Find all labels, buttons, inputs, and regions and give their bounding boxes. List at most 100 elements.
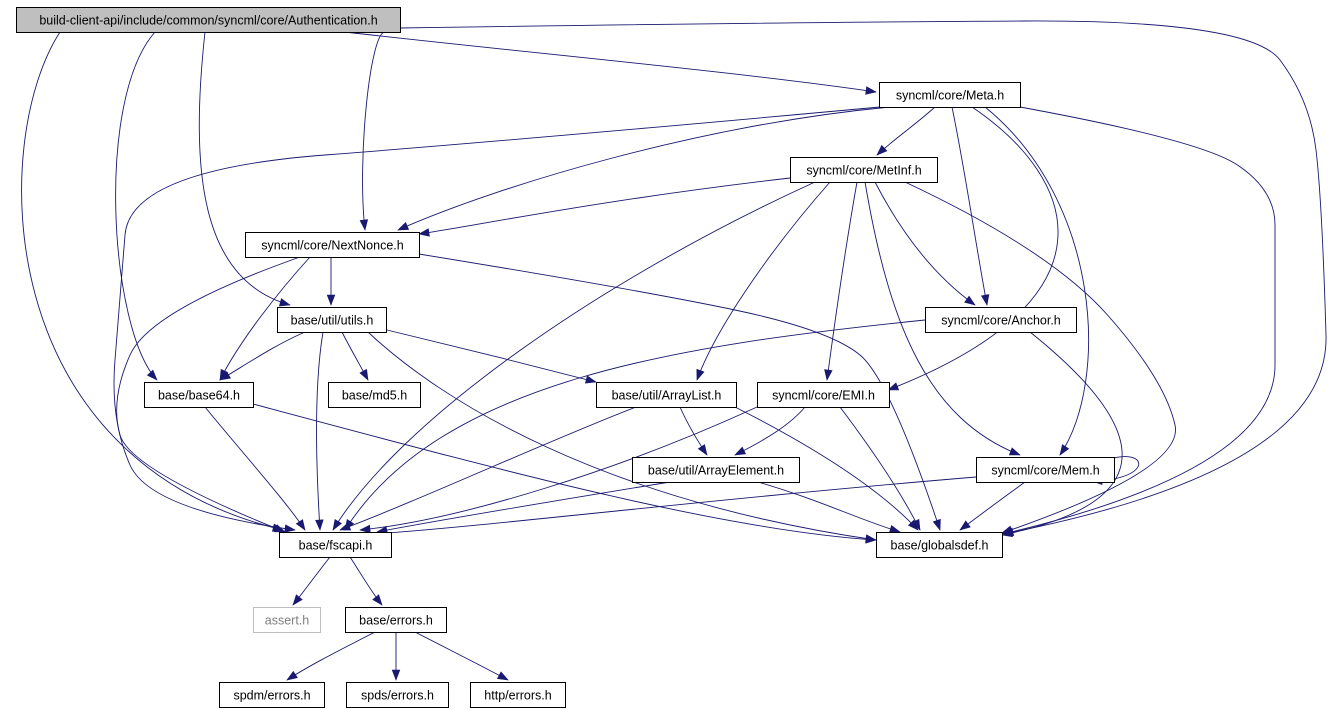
- edge-arrowhead-errors-to-spds: [391, 669, 401, 681]
- node-spds[interactable]: spds/errors.h: [346, 682, 449, 708]
- node-box-assert: [253, 607, 321, 633]
- edge-arrowhead-errors-to-http: [496, 671, 509, 681]
- node-box-mem: [976, 457, 1115, 483]
- edge-arrowhead-metinf-to-emi: [824, 369, 833, 381]
- node-label-emi: syncml/core/EMI.h: [772, 389, 875, 403]
- node-label-http: http/errors.h: [484, 689, 551, 703]
- node-label-assert: assert.h: [265, 614, 310, 628]
- edge-auth-to-globalsdef: [399, 20, 1327, 535]
- node-label-auth: build-client-api/include/common/syncml/c…: [39, 14, 377, 28]
- edge-errors-to-spdm: [286, 631, 376, 681]
- edge-mem-to-globalsdef: [959, 481, 1026, 531]
- edge-nextnonce-to-base64: [219, 256, 311, 381]
- edge-mem-to-fscapi: [373, 476, 977, 535]
- edge-arrowhead-meta-to-nextnonce: [397, 221, 410, 231]
- node-emi[interactable]: syncml/core/EMI.h: [757, 382, 890, 408]
- edge-arrowhead-metinf-to-mem: [1008, 447, 1021, 456]
- edge-arrowhead-utils-to-arraylist: [584, 375, 597, 384]
- node-utils[interactable]: base/util/utils.h: [277, 307, 387, 333]
- dependency-edges: [21, 20, 1327, 681]
- edge-arrowhead-arraylist-to-fscapi: [339, 522, 352, 531]
- node-mem[interactable]: syncml/core/Mem.h: [976, 457, 1115, 483]
- edge-arrowhead-anchor-to-globalsdef: [1001, 528, 1013, 538]
- node-globalsdef[interactable]: base/globalsdef.h: [876, 532, 1003, 558]
- edge-meta-to-fscapi: [113, 106, 881, 531]
- node-label-base64: base/base64.h: [158, 389, 240, 403]
- node-metinf[interactable]: syncml/core/MetInf.h: [790, 157, 938, 183]
- edge-arrowhead-metinf-to-fscapi: [332, 519, 342, 531]
- node-box-utils: [277, 307, 387, 333]
- node-box-md5: [328, 382, 421, 408]
- edge-meta-to-anchor: [951, 106, 988, 306]
- edge-auth-to-base64: [115, 31, 158, 381]
- node-label-md5: base/md5.h: [342, 389, 407, 403]
- edge-nextnonce-to-fscapi: [116, 256, 301, 533]
- edge-arrowhead-auth-to-base64: [146, 369, 158, 381]
- node-box-http: [470, 682, 566, 708]
- edge-meta-to-mem: [984, 106, 1089, 456]
- node-label-fscapi: base/fscapi.h: [299, 539, 373, 553]
- edge-arrowhead-base64-to-fscapi: [295, 519, 306, 531]
- edge-emi-to-fscapi: [359, 406, 758, 531]
- node-label-spds: spds/errors.h: [361, 689, 434, 703]
- edge-arrowhead-base64-to-globalsdef: [865, 535, 877, 544]
- node-md5[interactable]: base/md5.h: [328, 382, 421, 408]
- node-spdm[interactable]: spdm/errors.h: [219, 682, 325, 708]
- edge-arrowhead-metinf-to-arraylist: [696, 368, 705, 381]
- node-auth[interactable]: build-client-api/include/common/syncml/c…: [16, 7, 401, 33]
- node-box-meta: [879, 82, 1021, 108]
- edge-metinf-to-globalsdef: [904, 181, 1176, 534]
- edge-arrowhead-fscapi-to-errors: [372, 594, 383, 606]
- node-http[interactable]: http/errors.h: [470, 682, 566, 708]
- edge-metinf-to-fscapi: [332, 181, 816, 531]
- node-box-globalsdef: [876, 532, 1003, 558]
- node-meta[interactable]: syncml/core/Meta.h: [879, 82, 1021, 108]
- node-label-anchor: syncml/core/Anchor.h: [941, 314, 1061, 328]
- edge-arrowhead-meta-to-anchor: [980, 294, 990, 306]
- edge-arrowhead-fscapi-to-assert: [292, 594, 303, 606]
- node-label-arraylist: base/util/ArrayList.h: [612, 389, 722, 403]
- edge-emi-to-globalsdef: [839, 406, 921, 531]
- node-label-meta: syncml/core/Meta.h: [896, 89, 1004, 103]
- edge-meta-to-nextnonce: [397, 106, 891, 231]
- node-box-auth: [16, 7, 401, 33]
- edge-arrowhead-utils-to-fscapi: [315, 519, 324, 531]
- edge-utils-to-fscapi: [316, 331, 324, 531]
- edge-arrowhead-auth-to-utils: [278, 298, 291, 307]
- node-label-arrayelement: base/util/ArrayElement.h: [648, 464, 784, 478]
- edge-arrowhead-errors-to-spdm: [286, 670, 298, 681]
- node-box-anchor: [925, 307, 1077, 333]
- edge-emi-to-arrayelement: [734, 406, 806, 456]
- node-label-globalsdef: base/globalsdef.h: [891, 539, 989, 553]
- node-label-utils: base/util/utils.h: [291, 314, 374, 328]
- node-arraylist[interactable]: base/util/ArrayList.h: [596, 382, 737, 408]
- edge-arrowhead-meta-to-emi: [887, 382, 900, 391]
- edge-arraylist-to-globalsdef: [734, 406, 919, 531]
- edge-metinf-to-arraylist: [696, 181, 831, 381]
- edge-arrowhead-emi-to-globalsdef: [911, 518, 921, 531]
- edge-auth-to-fscapi: [21, 31, 284, 531]
- edge-arrowhead-mem-to-globalsdef: [959, 520, 971, 531]
- node-fscapi[interactable]: base/fscapi.h: [279, 532, 392, 558]
- edge-base64-to-fscapi: [204, 406, 306, 531]
- edge-arrowhead-arraylist-to-arrayelement: [697, 444, 708, 456]
- edge-arrowhead-meta-to-fscapi: [284, 524, 296, 533]
- edge-arrowhead-arrayelement-to-globalsdef: [888, 524, 901, 534]
- edge-arrowhead-nextnonce-to-globalsdef: [932, 518, 941, 531]
- node-nextnonce[interactable]: syncml/core/NextNonce.h: [245, 232, 420, 258]
- node-box-errors: [345, 607, 447, 633]
- edge-arrayelement-to-globalsdef: [757, 481, 901, 533]
- node-base64[interactable]: base/base64.h: [144, 382, 254, 408]
- edge-arrowhead-nextnonce-to-utils: [326, 294, 336, 306]
- edge-arrowhead-utils-to-md5: [359, 368, 369, 381]
- node-anchor[interactable]: syncml/core/Anchor.h: [925, 307, 1077, 333]
- node-box-metinf: [790, 157, 938, 183]
- node-box-emi: [757, 382, 890, 408]
- node-errors[interactable]: base/errors.h: [345, 607, 447, 633]
- node-label-errors: base/errors.h: [359, 614, 433, 628]
- edge-meta-to-emi: [887, 106, 1059, 391]
- node-box-nextnonce: [245, 232, 420, 258]
- edge-arrayelement-to-fscapi: [376, 481, 671, 533]
- node-arrayelement[interactable]: base/util/ArrayElement.h: [632, 457, 800, 483]
